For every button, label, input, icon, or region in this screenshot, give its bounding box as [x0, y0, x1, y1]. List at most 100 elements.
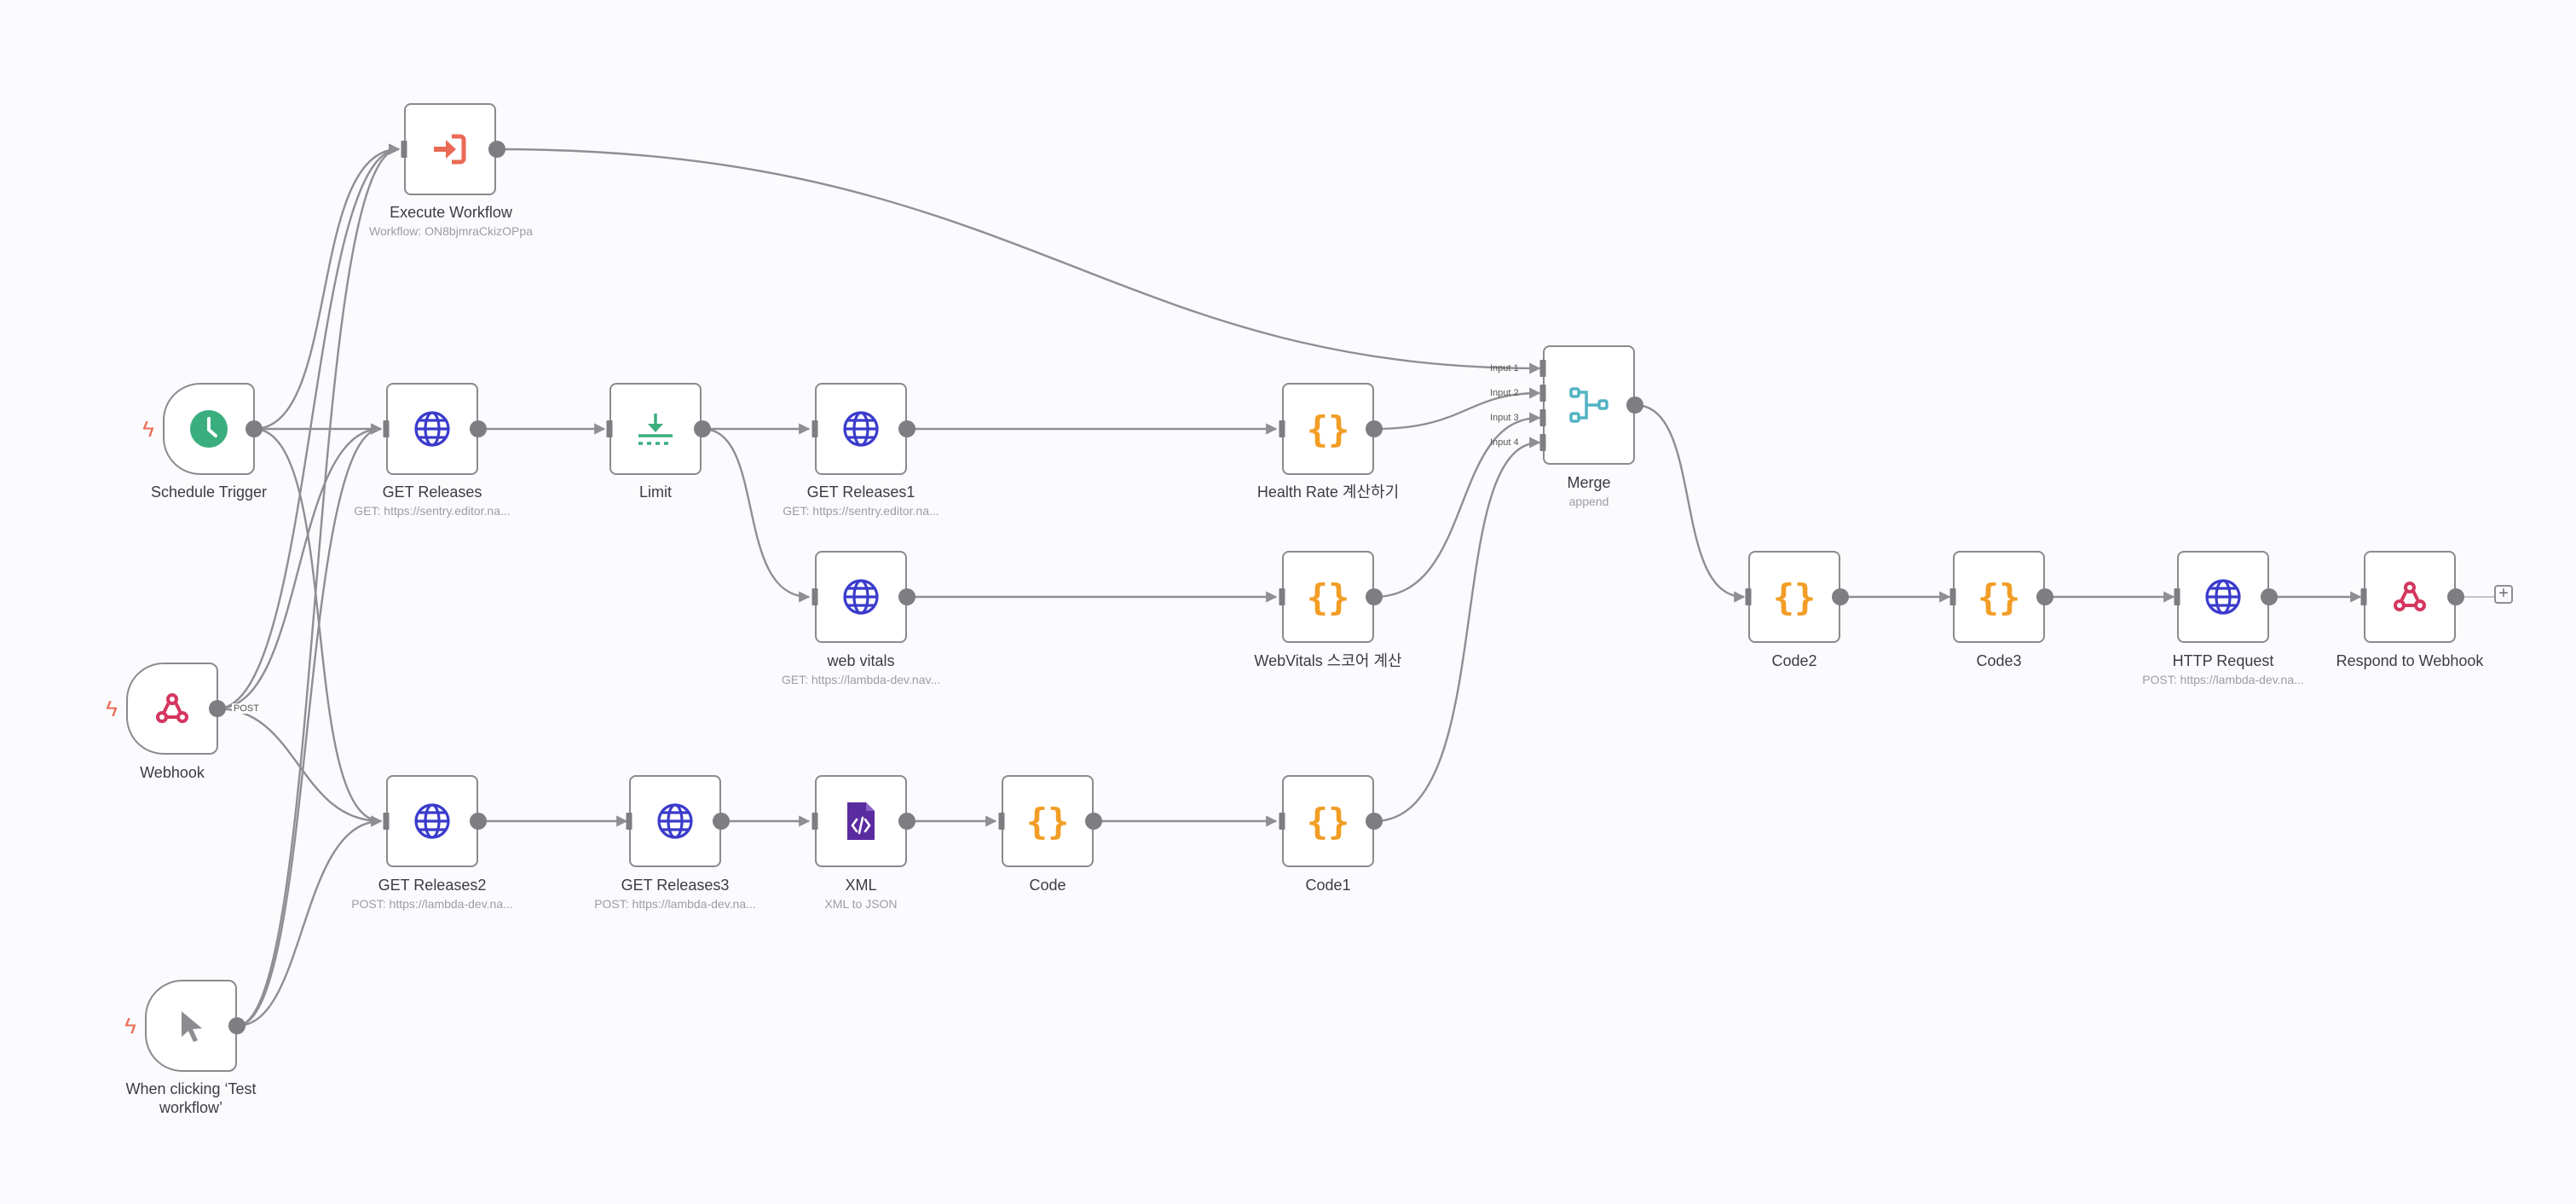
execute-workflow-icon: [429, 128, 471, 171]
get-releases2-node[interactable]: [386, 775, 478, 867]
node-title: WebVitals 스코어 계산: [1254, 652, 1402, 669]
output-handle[interactable]: [1366, 813, 1383, 830]
globe-icon: [841, 409, 881, 449]
webhook-node[interactable]: [126, 663, 218, 755]
connection[interactable]: [236, 143, 401, 1027]
get-releases-node[interactable]: [386, 383, 478, 475]
input-port[interactable]: [811, 588, 818, 605]
code2-node[interactable]: {}: [1748, 551, 1840, 643]
connection[interactable]: [217, 423, 383, 710]
output-handle[interactable]: [1626, 397, 1643, 414]
input-port[interactable]: [626, 813, 632, 830]
connection[interactable]: [236, 423, 383, 1027]
output-handle[interactable]: [898, 813, 915, 830]
node-subtitle: POST: https://lambda-dev.na...: [594, 897, 756, 911]
node-title: GET Releases1: [806, 483, 915, 501]
input-port[interactable]: [998, 813, 1005, 830]
node-title: GET Releases: [382, 483, 482, 501]
output-handle[interactable]: [1366, 420, 1383, 437]
output-handle[interactable]: [694, 420, 711, 437]
output-handle[interactable]: [488, 141, 505, 158]
code3-node[interactable]: {}: [1953, 551, 2045, 643]
node-title: Schedule Trigger: [150, 483, 268, 501]
limit-icon: [635, 408, 676, 449]
http-request-node[interactable]: [2177, 551, 2269, 643]
execute-workflow-node[interactable]: [404, 103, 496, 195]
webhook-icon: [2390, 577, 2429, 616]
merge-node[interactable]: [1543, 345, 1635, 465]
xml-file-icon: [844, 801, 878, 842]
get-releases3-node[interactable]: [629, 775, 721, 867]
node-subtitle: POST: https://lambda-dev.na...: [351, 897, 513, 911]
input-port[interactable]: [2360, 588, 2367, 605]
connection[interactable]: [702, 427, 811, 603]
connection[interactable]: [1373, 437, 1541, 823]
output-handle[interactable]: [209, 700, 226, 717]
web-vitals-node[interactable]: [815, 551, 907, 643]
output-handle[interactable]: [2261, 588, 2278, 605]
input-port[interactable]: [2174, 588, 2180, 605]
input-port[interactable]: [606, 420, 613, 437]
connection[interactable]: [217, 143, 401, 710]
output-handle[interactable]: [2447, 588, 2464, 605]
code-braces-icon: {}: [1306, 800, 1350, 842]
webhook-method-label: POST: [232, 703, 261, 714]
connection[interactable]: [1373, 412, 1541, 599]
input-port[interactable]: [383, 813, 390, 830]
output-handle[interactable]: [245, 420, 263, 437]
connection[interactable]: [253, 143, 401, 431]
merge-icon: [1568, 384, 1610, 426]
node-title: Webhook: [140, 764, 205, 781]
input-port[interactable]: [1279, 420, 1285, 437]
connection[interactable]: [496, 148, 1541, 374]
node-subtitle: POST: https://lambda-dev.na...: [2142, 673, 2304, 686]
output-handle[interactable]: [1366, 588, 1383, 605]
add-node-button[interactable]: +: [2494, 585, 2513, 604]
code-braces-icon: {}: [1025, 800, 1070, 842]
output-handle[interactable]: [470, 813, 487, 830]
merge-input-port-3[interactable]: [1539, 409, 1546, 426]
output-handle[interactable]: [898, 588, 915, 605]
input-port[interactable]: [383, 420, 390, 437]
input-port[interactable]: [1279, 588, 1285, 605]
health-rate-node[interactable]: {}: [1282, 383, 1374, 475]
node-subtitle: GET: https://lambda-dev.nav...: [781, 673, 941, 686]
input-port[interactable]: [1949, 588, 1956, 605]
node-title: Health Rate 계산하기: [1256, 483, 1400, 501]
code-braces-icon: {}: [1306, 576, 1350, 618]
webvitals-score-node[interactable]: {}: [1282, 551, 1374, 643]
xml-node[interactable]: [815, 775, 907, 867]
input-port[interactable]: [1279, 813, 1285, 830]
input-port[interactable]: [401, 141, 407, 158]
get-releases1-node[interactable]: [815, 383, 907, 475]
output-handle[interactable]: [2036, 588, 2053, 605]
connection[interactable]: [236, 815, 383, 1027]
input-port[interactable]: [1745, 588, 1752, 605]
node-title: Respond to Webhook: [2336, 652, 2484, 669]
respond-to-webhook-node[interactable]: [2364, 551, 2456, 643]
merge-input-port-4[interactable]: [1539, 434, 1546, 451]
connection[interactable]: [217, 707, 383, 827]
output-handle[interactable]: [713, 813, 730, 830]
connection[interactable]: [1634, 403, 1746, 603]
output-handle[interactable]: [1085, 813, 1102, 830]
limit-node[interactable]: [609, 383, 702, 475]
merge-input-4-label: Input 4: [1490, 437, 1519, 448]
output-handle[interactable]: [228, 1017, 245, 1034]
code1-node[interactable]: {}: [1282, 775, 1374, 867]
schedule-trigger-node[interactable]: [163, 383, 255, 475]
output-handle[interactable]: [1832, 588, 1849, 605]
output-handle[interactable]: [898, 420, 915, 437]
input-port[interactable]: [811, 420, 818, 437]
input-port[interactable]: [811, 813, 818, 830]
connection[interactable]: [1373, 387, 1541, 431]
code-node[interactable]: {}: [1002, 775, 1094, 867]
trigger-bolt-icon: ϟ: [142, 416, 154, 442]
manual-trigger-node[interactable]: [145, 980, 237, 1072]
node-title: web vitals: [827, 652, 895, 669]
node-title: GET Releases3: [621, 877, 730, 894]
output-handle[interactable]: [470, 420, 487, 437]
merge-input-port-2[interactable]: [1539, 385, 1546, 402]
merge-input-port-1[interactable]: [1539, 360, 1546, 377]
